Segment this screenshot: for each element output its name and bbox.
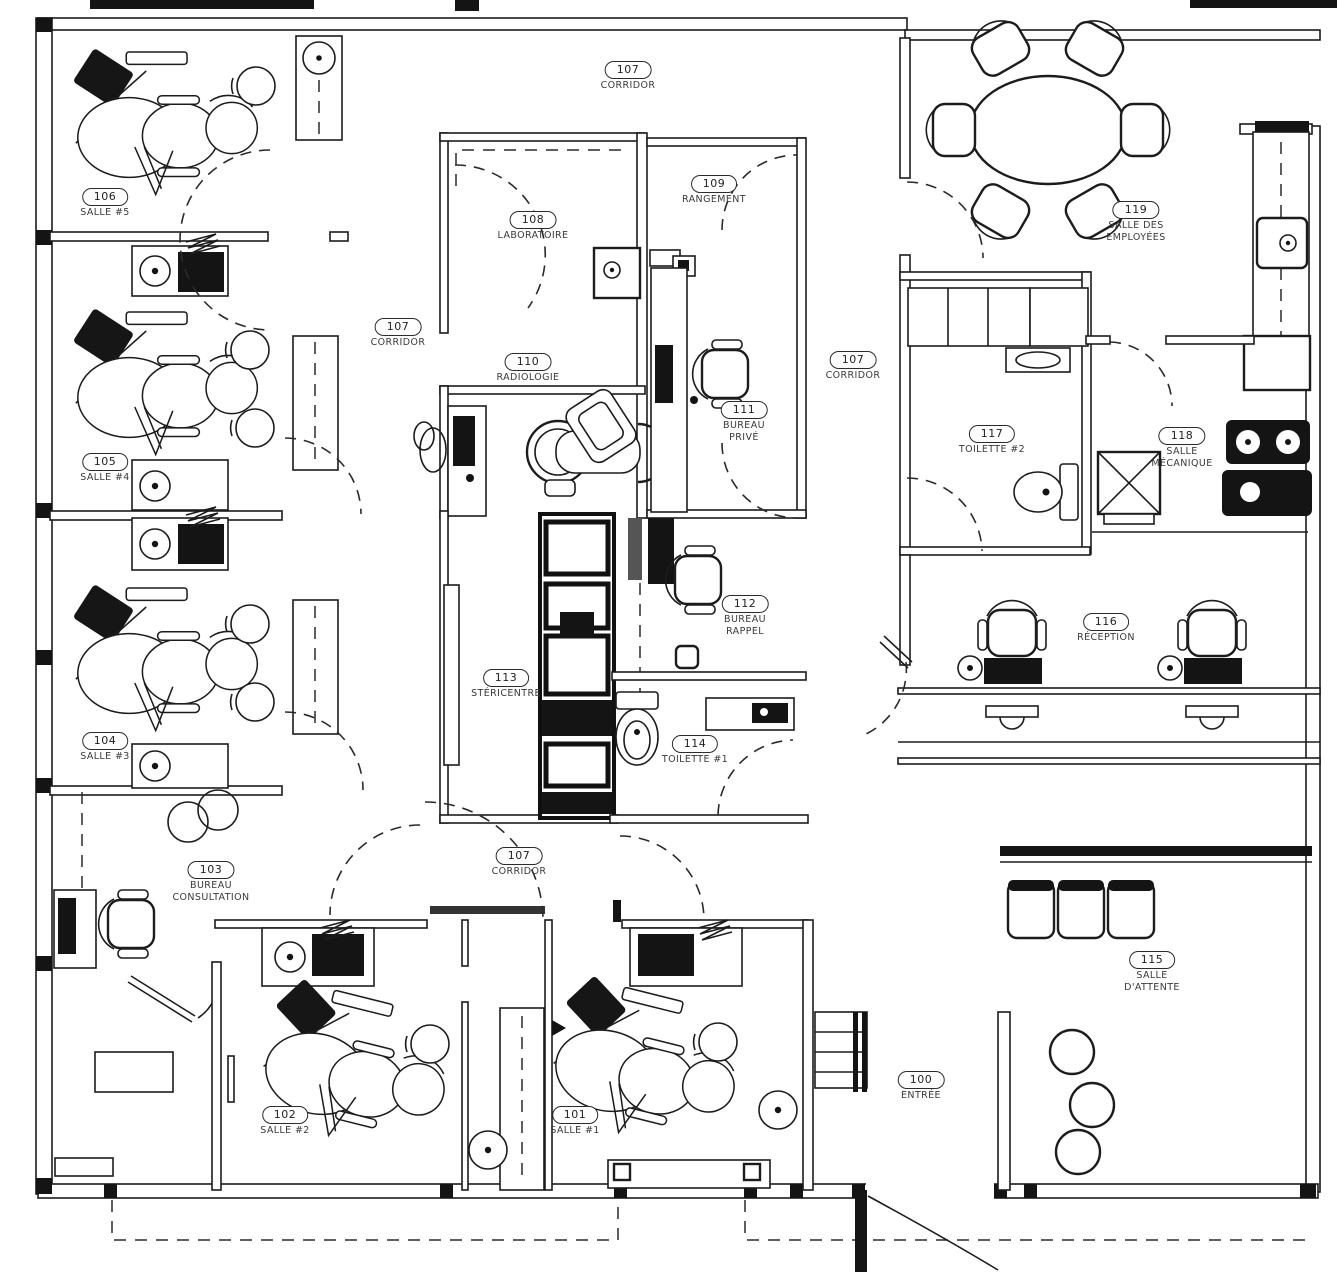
- room-number: 103: [187, 861, 235, 879]
- dental-chair-salle3: [71, 583, 275, 732]
- room-label-107-right: 107 CORRIDOR: [826, 348, 881, 382]
- room-name: ENTRÉE: [901, 1090, 941, 1101]
- door-swings: [179, 149, 1173, 921]
- room-name: SALLE #2: [260, 1125, 310, 1136]
- toilette2: [899, 271, 1092, 556]
- room-number: 118: [1158, 427, 1206, 445]
- room-name: SALLE #5: [80, 207, 130, 218]
- room-number: 119: [1112, 201, 1160, 219]
- room-number: 101: [551, 1106, 599, 1124]
- room-label-107-bottom: 107 CORRIDOR: [492, 844, 547, 878]
- room-label-108: 108 LABORATOIRE: [498, 208, 569, 242]
- room-name: CORRIDOR: [600, 80, 656, 91]
- room-number: 107: [604, 61, 652, 79]
- room-name: SALLE DES EMPLOYÉES: [1106, 220, 1166, 243]
- room-label-111: 111 BUREAU PRIVÉ: [720, 398, 768, 444]
- room-label-117: 117 TOILETTE #2: [959, 422, 1025, 456]
- room-name: SALLE #3: [80, 751, 130, 762]
- room-label-100: 100 ENTRÉE: [897, 1068, 945, 1102]
- room-number: 109: [690, 175, 738, 193]
- room-name: CORRIDOR: [491, 866, 547, 877]
- radiologie-equipment: [413, 385, 669, 519]
- room-number: 113: [482, 669, 530, 687]
- dental-chair-salle2: [247, 972, 508, 1170]
- room-number: 114: [671, 735, 719, 753]
- room-label-115: 115 SALLE D'ATTENTE: [1124, 948, 1180, 994]
- room-label-107-left: 107 CORRIDOR: [371, 315, 426, 349]
- room-number: 111: [720, 401, 768, 419]
- salle-mecanique: [1085, 335, 1312, 533]
- room-name: RADIOLOGIE: [496, 372, 560, 383]
- room-label-107-top: 107 CORRIDOR: [601, 58, 656, 92]
- salle-employees: [899, 10, 1313, 556]
- bureau-rappel: [611, 518, 807, 681]
- room-label-106: 106 SALLE #5: [80, 185, 130, 219]
- room-number: 102: [261, 1106, 309, 1124]
- room-label-113: 113 STÉRICENTRE: [471, 666, 541, 700]
- entree: [814, 1011, 868, 1092]
- room-label-103: 103 BUREAU CONSULTATION: [172, 858, 249, 904]
- room-name: CORRIDOR: [825, 370, 881, 381]
- room-number: 108: [509, 211, 557, 229]
- room-label-104: 104 SALLE #3: [80, 729, 130, 763]
- room-name: SALLE #1: [550, 1125, 600, 1136]
- stericentre-cabinets: [439, 510, 641, 824]
- toilette1: [609, 691, 809, 824]
- room-label-109: 109 RANGEMENT: [682, 172, 746, 206]
- room-number: 107: [495, 847, 543, 865]
- room-name: TOILETTE #1: [661, 754, 729, 765]
- room-label-102: 102 SALLE #2: [260, 1103, 310, 1137]
- room-number: 105: [81, 453, 129, 471]
- room-name: SALLE MÉCANIQUE: [1151, 446, 1213, 469]
- laboratoire-walls: [439, 132, 648, 519]
- roof-overhang-outline: [111, 1200, 1312, 1241]
- room-label-101: 101 SALLE #1: [550, 1103, 600, 1137]
- room-name: RÉCEPTION: [1077, 632, 1135, 643]
- room-label-118: 118 SALLE MÉCANIQUE: [1151, 424, 1212, 470]
- room-label-110: 110 RADIOLOGIE: [497, 350, 560, 384]
- rangement-bureau-prive-walls: [646, 137, 807, 519]
- salle-attente: [997, 846, 1312, 1191]
- left-operatory-walls: [49, 35, 349, 796]
- dental-chair-salle1: [537, 969, 798, 1158]
- room-name: BUREAU RAPPEL: [724, 614, 766, 637]
- room-number: 110: [504, 353, 552, 371]
- room-name: CORRIDOR: [370, 337, 426, 348]
- room-name: SALLE #4: [80, 472, 130, 483]
- room-number: 104: [81, 732, 129, 750]
- room-number: 112: [721, 595, 769, 613]
- room-label-119: 119 SALLE DES EMPLOYÉES: [1106, 198, 1165, 244]
- bureau-consultation: [53, 789, 239, 1177]
- room-label-112: 112 BUREAU RAPPEL: [721, 592, 769, 638]
- salle2-salle1-walls: [211, 900, 814, 1191]
- room-number: 100: [897, 1071, 945, 1089]
- room-name: SALLE D'ATTENTE: [1124, 970, 1180, 993]
- room-name: BUREAU PRIVÉ: [723, 420, 765, 443]
- room-number: 107: [829, 351, 877, 369]
- room-number: 106: [81, 188, 129, 206]
- room-number: 107: [374, 318, 422, 336]
- room-name: BUREAU CONSULTATION: [172, 880, 250, 903]
- room-name: LABORATOIRE: [497, 230, 569, 241]
- dental-chair-salle4: [71, 307, 275, 456]
- room-label-114: 114 TOILETTE #1: [662, 732, 728, 766]
- room-label-116: 116 RÉCEPTION: [1077, 610, 1135, 644]
- room-number: 117: [968, 425, 1016, 443]
- reception: [879, 554, 1321, 765]
- room-number: 115: [1128, 951, 1176, 969]
- room-number: 116: [1082, 613, 1130, 631]
- dental-chair-salle5: [71, 47, 276, 196]
- room-label-105: 105 SALLE #4: [80, 450, 130, 484]
- room-name: TOILETTE #2: [958, 444, 1026, 455]
- room-name: STÉRICENTRE: [471, 688, 541, 699]
- room-name: RANGEMENT: [682, 194, 746, 205]
